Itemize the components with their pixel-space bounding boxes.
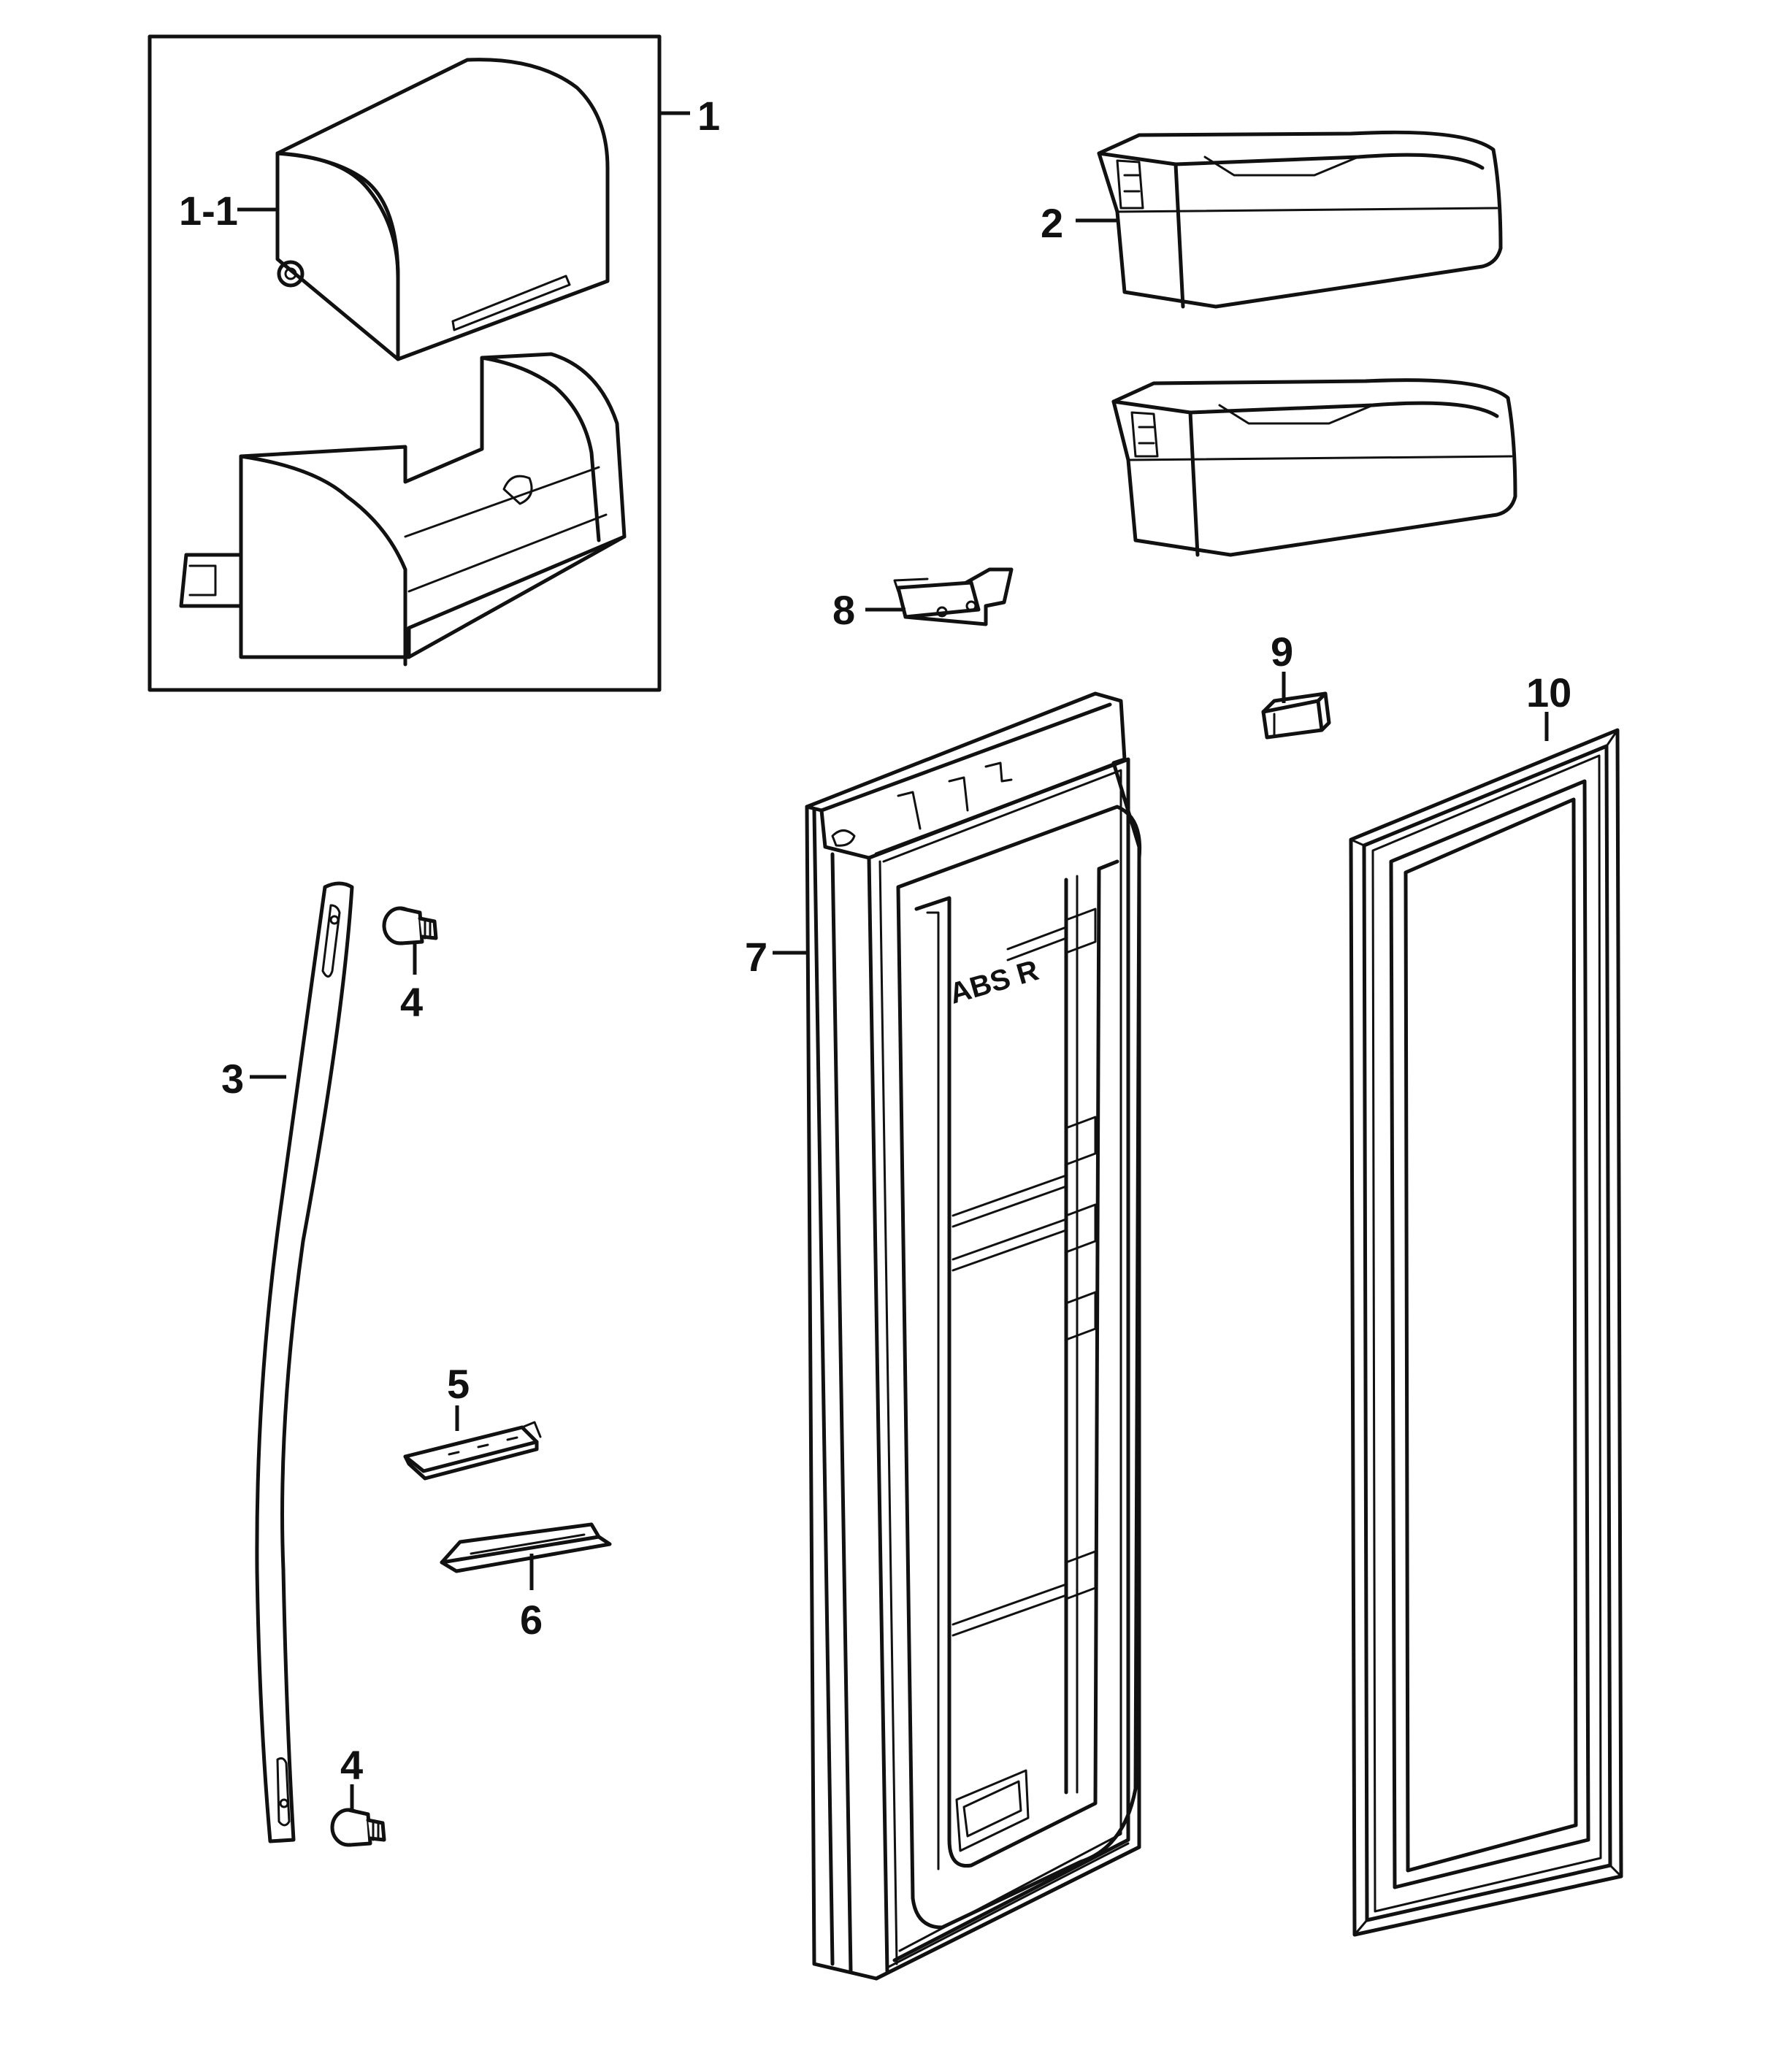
callout-4-bottom: 4 xyxy=(340,1742,363,1788)
callout-3: 3 xyxy=(221,1056,244,1102)
part-8-bracket xyxy=(893,567,1014,626)
part-6-trim-strip xyxy=(440,1522,612,1573)
part-1-1-cover xyxy=(275,58,610,361)
part-2-door-bin-lower xyxy=(1111,378,1517,557)
part-2-door-bin-upper xyxy=(1097,130,1503,309)
callout-5: 5 xyxy=(447,1361,470,1407)
part-9-cap xyxy=(1261,691,1331,740)
callout-9: 9 xyxy=(1271,629,1293,675)
leader-lines xyxy=(237,111,1549,1809)
part-7-door-assembly: ABS R xyxy=(805,691,1142,1981)
callout-7: 7 xyxy=(745,934,767,980)
part-4-screw-upper xyxy=(382,906,438,945)
callout-8: 8 xyxy=(832,587,855,633)
callout-labels: 1 1-1 2 3 4 4 5 6 7 8 9 10 xyxy=(179,93,1571,1788)
part-10-gasket xyxy=(1349,728,1623,1937)
callout-10: 10 xyxy=(1526,669,1571,715)
part-5-plate xyxy=(403,1421,542,1481)
part-3-door-handle xyxy=(255,881,354,1843)
callout-1-1: 1-1 xyxy=(179,188,238,234)
part-1-group-box xyxy=(148,34,662,692)
part-4-screw-lower xyxy=(330,1808,386,1847)
callout-6: 6 xyxy=(520,1597,543,1643)
callout-4-top: 4 xyxy=(400,979,423,1025)
callout-2: 2 xyxy=(1041,200,1063,246)
callout-1: 1 xyxy=(697,93,720,139)
part-1-base-bin xyxy=(179,352,627,667)
